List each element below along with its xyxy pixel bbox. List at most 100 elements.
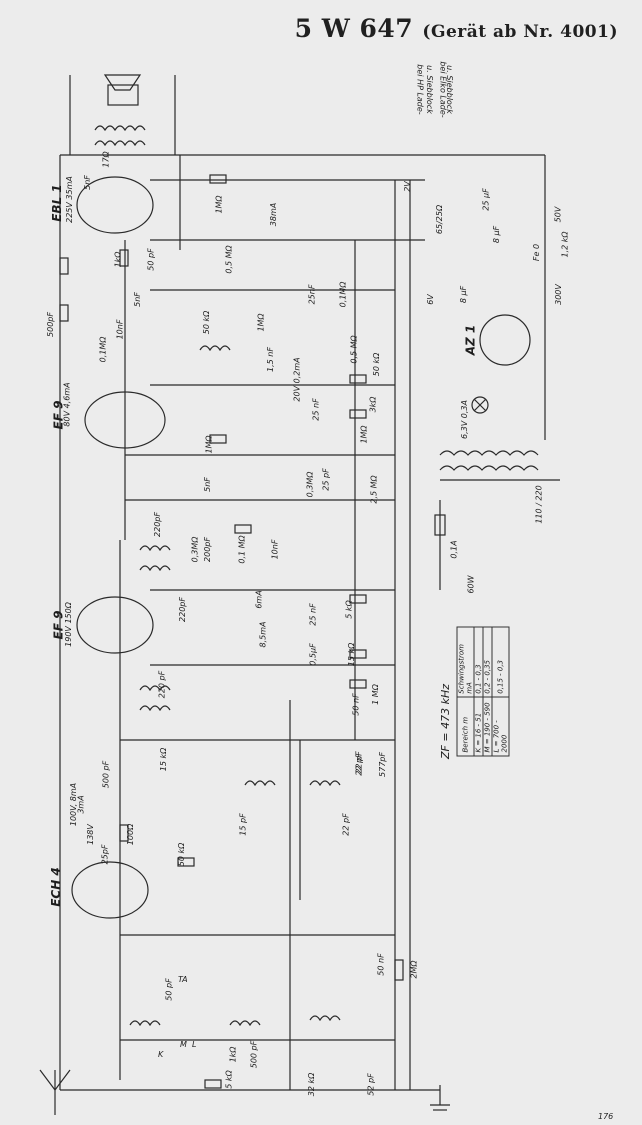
cv-30: 220pF xyxy=(177,597,187,622)
op-point-1: 80V 4,6mA xyxy=(62,382,72,427)
cv-31: 5 kΩ xyxy=(344,600,354,619)
tube-label-ebl1: EBL 1 xyxy=(49,184,64,222)
op-point-12: 50V xyxy=(553,206,563,223)
range-table-cell: M = 190 - 590 xyxy=(483,697,492,756)
cv-50: 50 pF xyxy=(164,978,174,1001)
cv-29: 220pF xyxy=(152,512,162,537)
cv-52: 52 pF xyxy=(366,1073,376,1096)
power-label: 60W xyxy=(466,575,476,594)
op-point-5: 138V xyxy=(85,824,95,845)
op-point-0: 225V 35mA xyxy=(64,176,74,223)
op-point-6: 20V 0,2mA xyxy=(292,357,302,402)
cv-41: 100Ω xyxy=(126,823,136,846)
cv-11: 10nF xyxy=(115,319,125,340)
op-point-8: 6mA xyxy=(254,590,264,609)
mains-voltage-label: 110 / 220 xyxy=(534,485,544,524)
cv-22: 0,3MΩ xyxy=(305,471,315,498)
tube-label-az1: AZ 1 xyxy=(463,324,478,356)
op-point-2: 190V 150Ω xyxy=(63,602,73,647)
cv-12: 500pF xyxy=(45,312,55,337)
cv-57: 25 µF xyxy=(481,188,491,211)
cv-37: 220 pF xyxy=(157,670,167,699)
range-table-cell: 0,15 - 0,3 xyxy=(492,627,509,698)
op-point-11: 6V xyxy=(425,294,435,305)
op-point-9: 8,5mA xyxy=(258,621,268,648)
page-title: 5 W 647 (Gerät ab Nr. 4001) xyxy=(295,14,618,43)
cv-20: 5nF xyxy=(202,477,212,492)
range-table-cell: 0,1 - 0,3 xyxy=(474,627,483,698)
range-table-header: Bereich m xyxy=(457,697,474,756)
cv-51: 500 pF xyxy=(249,1040,259,1069)
zf-label: ZF = 473 kHz xyxy=(438,684,452,759)
range-table-cell: K = 16 - 51 xyxy=(474,697,483,756)
op-point-13: 300V xyxy=(553,284,563,305)
cv-36: 1 MΩ xyxy=(370,684,380,705)
cv-46: 22 pF xyxy=(354,751,364,774)
switch-label-ta: TA xyxy=(178,975,188,984)
cv-34: 15 kΩ xyxy=(347,642,357,667)
cv-3: 50 pF xyxy=(146,248,156,271)
op-point-4: 3mA xyxy=(76,795,86,814)
cv-8: 0,1MΩ xyxy=(338,281,348,308)
cv-47: 577pF xyxy=(377,752,387,777)
cv-38: 15 kΩ xyxy=(159,747,169,772)
tube-label-ech4: ECH 4 xyxy=(48,867,63,907)
cv-49: 2MΩ xyxy=(409,960,419,979)
cv-26: 0,3MΩ xyxy=(190,536,200,563)
cv-2: 1MΩ xyxy=(214,195,224,214)
filter-note-0: bei HP Lade- xyxy=(415,64,425,115)
cv-54: 32 kΩ xyxy=(307,1072,317,1097)
cv-17: 50 kΩ xyxy=(372,352,382,377)
cv-19: 25 nF xyxy=(311,398,321,421)
cv-61: Fe 0 xyxy=(532,243,542,262)
cv-53: 5 kΩ xyxy=(224,1070,234,1089)
switch-label-l: L xyxy=(192,1040,197,1049)
switch-label-m: M xyxy=(180,1040,187,1049)
cv-48: 50 nF xyxy=(376,953,386,976)
cv-39: 500 pF xyxy=(101,760,111,789)
cv-23: 25 pF xyxy=(321,468,331,491)
cv-18: 3kΩ xyxy=(368,396,378,413)
cv-33: 0,5µF xyxy=(308,643,318,666)
cv-58: 8 µF xyxy=(492,225,502,244)
filter-note-1: u. Siebblock xyxy=(424,65,434,114)
cv-27: 0,1 MΩ xyxy=(237,535,247,564)
cv-60: 1,2 kΩ xyxy=(560,231,570,258)
cv-55: 1kΩ xyxy=(228,1046,238,1063)
lamp-label: 6,3V 0,3A xyxy=(459,400,469,439)
cv-42: 25pF xyxy=(100,844,110,865)
cv-14: 1,5 nF xyxy=(265,347,275,372)
title-main: 5 W 647 xyxy=(294,14,414,43)
cv-59: 8 µF xyxy=(459,285,469,304)
cv-43: 50 kΩ xyxy=(177,842,187,867)
cv-44: 15 pF xyxy=(238,813,248,836)
cv-9: 50 kΩ xyxy=(202,310,212,335)
cv-13: 0,1MΩ xyxy=(98,336,108,363)
cv-28: 10nF xyxy=(270,539,280,560)
cv-4: 1kΩ xyxy=(113,251,123,268)
cv-35: 50 nF xyxy=(351,693,361,716)
cv-7: 5nF xyxy=(132,292,142,307)
cv-0: 5nF xyxy=(82,175,92,190)
cv-10: 1MΩ xyxy=(256,313,266,332)
fuse-label: 0,1A xyxy=(449,540,459,559)
cv-56: 65/25Ω xyxy=(435,204,445,235)
filter-note-3: u. Siebblock xyxy=(444,65,454,114)
switch-label-k: K xyxy=(158,1050,164,1059)
range-table: Bereich m Schwingstrom mA K = 16 - 51 0,… xyxy=(457,627,510,757)
cv-21: 1MΩ xyxy=(359,425,369,444)
range-table-cell: 0,2 - 0,35 xyxy=(483,627,492,698)
op-point-10: 2V xyxy=(402,181,412,192)
cv-45: 22 pF xyxy=(341,813,351,836)
op-point-7: 38mA xyxy=(269,202,279,227)
cv-25: 200pF xyxy=(202,537,212,562)
cv-32: 25 nF xyxy=(308,603,318,626)
title-sub: (Gerät ab Nr. 4001) xyxy=(422,22,618,42)
cv-24: 2,5 MΩ xyxy=(369,475,379,504)
cv-15: 0,5 MΩ xyxy=(349,335,359,364)
cv-16: 1MΩ xyxy=(204,435,214,454)
cv-5: 0,5 MΩ xyxy=(224,245,234,274)
range-table-header: Schwingstrom mA xyxy=(457,627,474,698)
cv-6: 25nF xyxy=(307,284,317,305)
